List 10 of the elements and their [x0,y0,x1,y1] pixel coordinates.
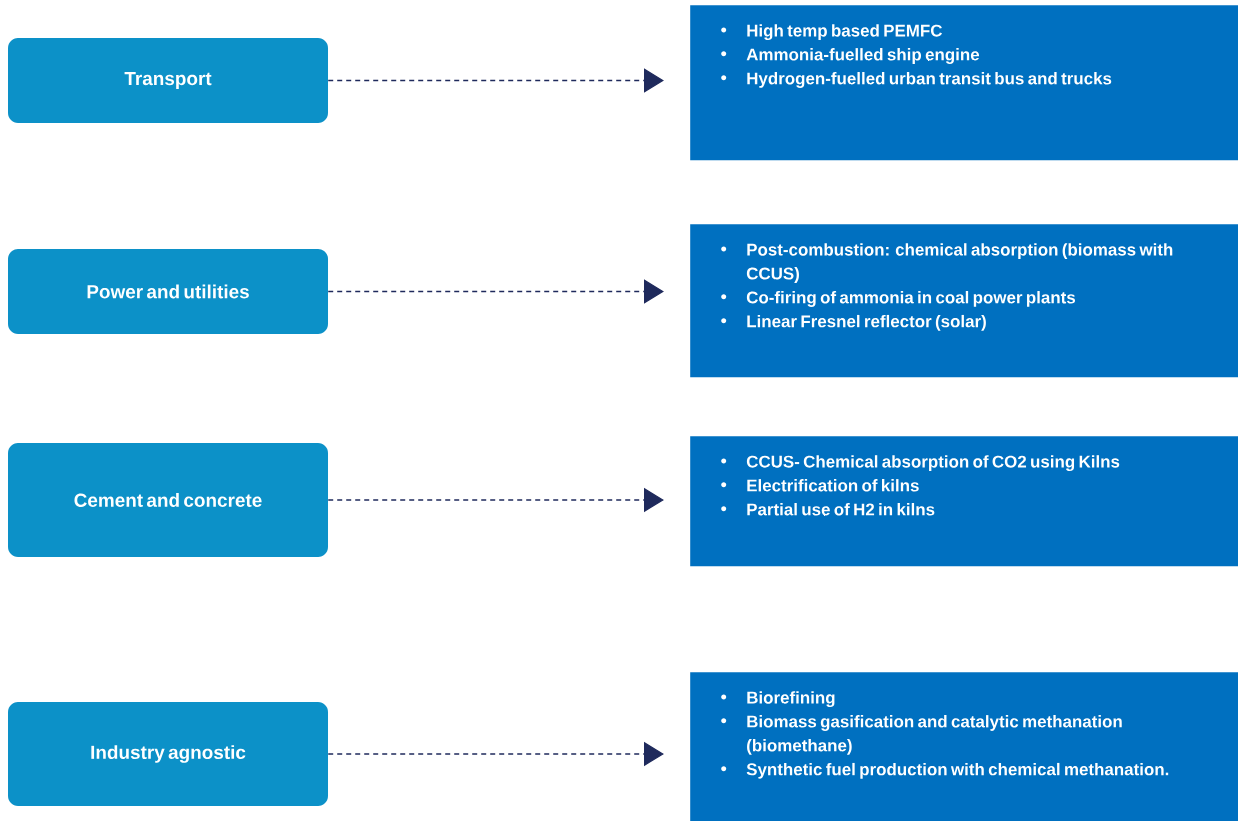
dashed-arrow [327,68,664,93]
dashed-arrow [327,279,664,304]
category-box: Power and utilities [8,249,328,334]
category-box: Cement and concrete [8,443,328,557]
category-box: Industry agnostic [8,702,328,806]
technology-list-box: Post-combustion: chemical absorption (biomass with CCUS) Co-firing of ammonia in coal power plants Linear Fresnel reflector (solar) [690,224,1238,378]
technology-list-box: High temp based PEMFC Ammonia-fuelled ship engine Hydrogen-fuelled urban transit bus and trucks [690,5,1238,161]
category-box: Transport [8,38,328,123]
technology-list-box: Biorefining Biomass gasification and catalytic methanation (biomethane) Synthetic fuel production with chemical methanation. [690,672,1238,821]
technology-list-box: CCUS- Chemical absorption of CO2 using Kilns Electrification of kilns Partial use of H2 in kilns [690,436,1238,567]
